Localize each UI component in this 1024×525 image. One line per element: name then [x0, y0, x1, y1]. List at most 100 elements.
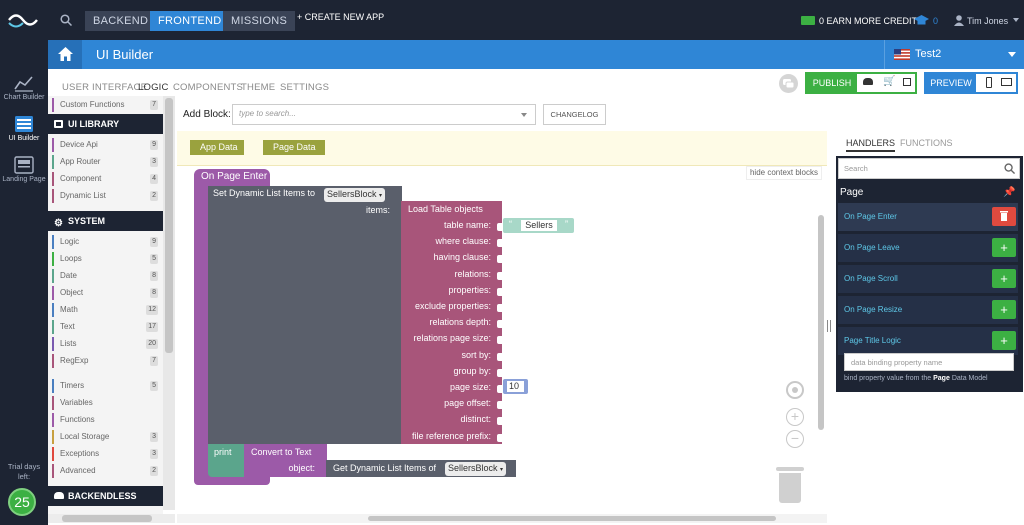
handler-search-input[interactable]: Search	[838, 158, 1020, 179]
app-data-block[interactable]: App Data	[190, 140, 244, 155]
add-handler-button[interactable]: +	[992, 331, 1016, 350]
add-handler-button[interactable]: +	[992, 269, 1016, 288]
pin-icon[interactable]: 📌	[1003, 187, 1016, 198]
cart-icon[interactable]: 🛒	[883, 76, 896, 87]
input-socket[interactable]	[497, 287, 503, 296]
mobile-icon[interactable]	[986, 77, 992, 88]
backendless-logo[interactable]	[7, 8, 39, 32]
handler-page-title-logic[interactable]: Page Title Logic +	[838, 327, 1018, 355]
page-data-block[interactable]: Page Data	[263, 140, 325, 155]
rail-ui-builder[interactable]: UI Builder	[0, 115, 48, 142]
input-socket[interactable]	[497, 433, 503, 442]
hide-context-blocks-link[interactable]: hide context blocks	[746, 166, 822, 180]
sidebar-item-functions[interactable]: Functions	[52, 413, 158, 427]
add-handler-button[interactable]: +	[992, 238, 1016, 257]
create-new-app-link[interactable]: + CREATE NEW APP	[297, 12, 385, 22]
input-socket[interactable]	[497, 255, 503, 264]
handler-on-page-leave[interactable]: On Page Leave +	[838, 234, 1018, 262]
nav-frontend-button[interactable]: FRONTEND	[150, 11, 230, 31]
external-link-icon[interactable]	[903, 78, 911, 86]
convert-to-text-block[interactable]	[244, 444, 327, 477]
handler-on-page-resize[interactable]: On Page Resize +	[838, 296, 1018, 324]
chevron-down-icon[interactable]	[1013, 18, 1019, 22]
input-socket[interactable]	[497, 417, 503, 426]
page-size-value-block[interactable]: 10	[503, 379, 528, 394]
tab-theme[interactable]: THEME	[241, 82, 276, 93]
nav-backend-button[interactable]: BACKEND	[85, 11, 157, 31]
tab-logic[interactable]: LOGIC	[138, 82, 169, 93]
tab-components[interactable]: COMPONENTS	[173, 82, 244, 93]
input-socket[interactable]	[497, 385, 503, 393]
sidebar-scrollbar[interactable]	[163, 96, 175, 510]
trash-icon[interactable]	[776, 467, 804, 503]
input-socket[interactable]	[497, 271, 503, 280]
input-socket[interactable]	[497, 320, 503, 329]
page-size-value[interactable]: 10	[507, 381, 524, 392]
input-socket[interactable]	[497, 239, 503, 248]
handler-on-page-scroll[interactable]: On Page Scroll +	[838, 265, 1018, 293]
chat-icon[interactable]	[779, 74, 798, 93]
input-socket[interactable]	[497, 352, 503, 361]
cloud-upload-icon[interactable]	[863, 78, 873, 85]
search-icon[interactable]	[60, 14, 73, 29]
input-socket[interactable]	[497, 368, 503, 377]
data-binding-input[interactable]: data binding property name	[844, 353, 1014, 371]
zoom-out-icon[interactable]: −	[786, 430, 804, 448]
tab-user-interface[interactable]: USER INTERFACE	[62, 82, 148, 93]
input-socket[interactable]	[497, 401, 503, 410]
set-target-dropdown[interactable]: SellersBlock ▾	[324, 188, 386, 202]
publish-button[interactable]: PUBLISH	[807, 74, 857, 92]
input-socket[interactable]	[497, 336, 503, 345]
sidebar-section-system[interactable]: ⚙ SYSTEM	[48, 211, 163, 231]
table-name-value[interactable]: Sellers	[521, 220, 557, 231]
delete-handler-button[interactable]	[992, 207, 1016, 226]
earn-credits-link[interactable]: 0 EARN MORE CREDITS	[819, 16, 924, 26]
preview-button[interactable]: PREVIEW	[926, 74, 976, 92]
center-target-icon[interactable]	[786, 381, 804, 399]
panel-resize-handle[interactable]	[827, 320, 831, 332]
add-handler-button[interactable]: +	[992, 300, 1016, 319]
desktop-icon[interactable]	[1001, 78, 1012, 86]
app-selector[interactable]: Test2	[884, 40, 1024, 69]
zoom-in-icon[interactable]: +	[786, 408, 804, 426]
table-name-value-block[interactable]: “ Sellers ”	[503, 218, 574, 233]
block-search-input[interactable]: type to search...	[232, 104, 536, 125]
tab-functions[interactable]: FUNCTIONS	[900, 138, 953, 148]
nav-missions-button[interactable]: MISSIONS	[223, 11, 296, 31]
user-name[interactable]: Tim Jones	[967, 16, 1009, 26]
load-table-objects-block[interactable]	[401, 201, 502, 444]
rail-landing-page[interactable]: Landing Page	[0, 156, 48, 183]
sidebar-section-backendless[interactable]: BACKENDLESS	[48, 486, 163, 506]
graduation-cap-icon[interactable]	[914, 15, 929, 29]
home-button[interactable]	[48, 40, 82, 69]
rail-chart-builder[interactable]: Chart Builder	[0, 74, 48, 101]
canvas-hscrollbar[interactable]	[177, 514, 827, 523]
sidebar-section-ui-library[interactable]: UI LIBRARY	[48, 114, 163, 134]
scrollbar-thumb[interactable]	[165, 98, 173, 353]
tab-handlers[interactable]: HANDLERS	[846, 138, 896, 152]
sidebar-hscrollbar[interactable]	[48, 514, 175, 523]
handler-on-page-enter[interactable]: On Page Enter	[838, 203, 1018, 231]
sidebar-item-variables[interactable]: Variables	[52, 396, 158, 410]
canvas-vscrollbar[interactable]	[818, 215, 824, 430]
user-icon[interactable]	[954, 15, 964, 29]
input-socket[interactable]	[497, 223, 503, 231]
input-socket[interactable]	[497, 304, 503, 312]
